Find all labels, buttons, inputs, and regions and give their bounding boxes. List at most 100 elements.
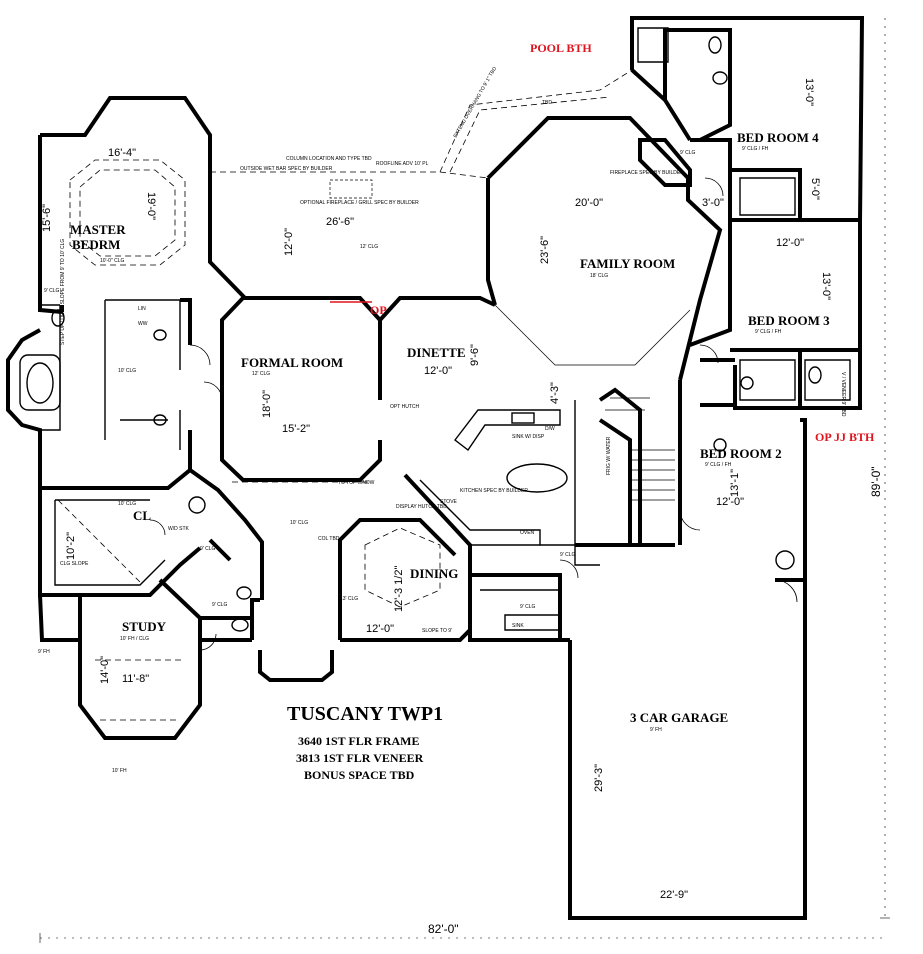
note-lin: LIN	[138, 306, 146, 312]
master-name-2: BEDRM	[72, 237, 120, 252]
bed3-name: BED ROOM 3	[748, 313, 830, 328]
exterior-walls	[6, 16, 865, 920]
family-depth: 23'-6"	[539, 236, 551, 264]
note-slope: SLOPE TO 9'	[422, 628, 452, 634]
note-veneer: V / VENEER 9' TBD	[840, 372, 846, 417]
overall-width: 82'-0"	[428, 922, 459, 936]
master-sink-1	[153, 329, 167, 341]
door-bed3[interactable]	[699, 344, 719, 364]
pool-bath-shower	[637, 27, 669, 63]
pool-bath-callout: POOL BTH	[530, 41, 592, 55]
entry-wall	[250, 598, 570, 682]
note-top-wndw: TO TOP WNDW	[338, 480, 375, 486]
garage-depth: 29'-3"	[593, 764, 605, 792]
plan-subtitle-1: 3640 1ST FLR FRAME	[298, 734, 419, 748]
note-bath-9clg: 9' CLG	[212, 602, 228, 608]
formal-room-wall	[220, 296, 382, 482]
bed3-clg: 9' CLG / FH	[755, 329, 782, 335]
study-depth: 14'-0"	[99, 656, 111, 684]
door-laundry[interactable]	[559, 559, 579, 579]
door-study[interactable]	[199, 633, 217, 651]
closet-inner	[54, 499, 166, 586]
bed3-width: 12'-0"	[776, 237, 804, 249]
door-bed4[interactable]	[704, 177, 724, 197]
bed2-width: 12'-0"	[716, 496, 744, 508]
note-stair-9clg: 9' CLG	[560, 552, 576, 558]
hall-walls	[188, 468, 264, 600]
kitchen-sink	[511, 412, 535, 424]
master-side: 15'-6"	[41, 204, 53, 232]
dinette-width: 12'-0"	[424, 365, 452, 377]
cl-name: CL	[133, 508, 151, 523]
laundry-wall	[468, 545, 562, 640]
note-col-tbd: COL TBD	[318, 536, 340, 542]
jj-sink	[740, 376, 754, 390]
note-pool-9clg: 9' CLG	[680, 150, 696, 156]
plan-title: TUSCANY TWP1	[287, 703, 443, 725]
study-ceiling	[95, 659, 185, 721]
note-wetbar: OUTSIDE WET BAR SPEC BY BUILDER	[240, 166, 333, 172]
optional-fireplace-box	[329, 179, 373, 199]
formal-clg: 12' CLG	[252, 371, 270, 377]
note-sink-disp: SINK W/ DISP	[512, 434, 545, 440]
title-block: TUSCANY TWP1 3640 1ST FLR FRAME 3813 1ST…	[287, 703, 443, 782]
door-closet[interactable]	[149, 519, 166, 536]
note-master-bath-clg: 10' CLG	[118, 368, 136, 374]
water-heater	[775, 550, 795, 570]
bed2-clg: 9' CLG / FH	[705, 462, 732, 468]
note-kitchen-spec: KITCHEN SPEC BY BUILDER	[460, 488, 528, 494]
note-clg-slope: CLG SLOPE	[60, 561, 89, 567]
doors	[149, 177, 798, 651]
note-step-up: STEP UP / DECK SLOPE FROM 9' TO 10' CLG	[60, 239, 66, 345]
family-width: 20'-0"	[575, 197, 603, 209]
study-sink	[236, 586, 252, 600]
room-labels: MASTER BEDRM 16'-4" 19'-0" 15'-6" 10'-0"…	[41, 78, 832, 901]
study-name: STUDY	[122, 619, 167, 634]
kitchen-island	[506, 463, 568, 493]
study-top-wall	[78, 578, 254, 640]
top-wall	[486, 116, 690, 180]
overall-dimensions	[39, 18, 890, 943]
master-width: 16'-4"	[108, 147, 136, 159]
door-bed2[interactable]	[679, 509, 701, 531]
fixtures	[19, 36, 822, 632]
overall-depth: 89'-0"	[869, 466, 883, 497]
master-clg: 10'-0" CLG	[100, 258, 125, 264]
patio-depth: 12'-0"	[283, 228, 295, 256]
door-master[interactable]	[189, 344, 211, 366]
note-left-fh: 9' FH	[38, 649, 50, 655]
note-laundry-9clg: 9' CLG	[520, 604, 536, 610]
garage-name: 3 CAR GARAGE	[630, 710, 728, 725]
study-width: 11'-8"	[122, 673, 149, 685]
jj-toilet	[808, 366, 822, 384]
note-stove: STOVE	[440, 499, 458, 505]
note-dw: D/W	[545, 426, 555, 432]
dinette-name: DINETTE	[407, 345, 466, 360]
bed2-depth: 13'-1"	[729, 469, 741, 497]
note-ww: WW	[138, 321, 148, 327]
note-hall-10clg: 10' CLG	[290, 520, 308, 526]
study-wall	[78, 638, 252, 740]
family-clg: 18' CLG	[590, 273, 608, 279]
bed4-bath: 5'-0"	[809, 178, 821, 200]
tub	[19, 354, 61, 411]
study-clg: 10' FH / CLG	[120, 636, 149, 642]
bed3-depth: 13'-0"	[820, 272, 832, 300]
note-fireplace: FIREPLACE SPEC BY BUILDER	[610, 170, 684, 176]
note-tbd: TBD	[542, 100, 552, 106]
op-jj-bath-callout: OP JJ BTH	[815, 430, 875, 444]
bed2-sink	[713, 438, 727, 452]
note-study-fh: 10' FH	[112, 768, 127, 774]
dining-width: 12'-0"	[366, 623, 394, 635]
door-formal[interactable]	[203, 381, 223, 401]
door-garage[interactable]	[774, 579, 798, 603]
cl-depth: 10'-2"	[65, 532, 77, 560]
plan-notes: COLUMN LOCATION AND TYPE TBD OUTSIDE WET…	[38, 66, 846, 774]
master-depth: 19'-0"	[145, 192, 157, 220]
note-roofline: ROOFLINE ADV 10' PL	[376, 161, 429, 167]
master-tray-inner	[79, 169, 176, 257]
family-room-wall	[678, 178, 723, 381]
bedrooms-right-wall	[630, 16, 865, 580]
note-opt-fireplace: OPTIONAL FIREPLACE / GRILL SPEC BY BUILD…	[300, 200, 419, 206]
